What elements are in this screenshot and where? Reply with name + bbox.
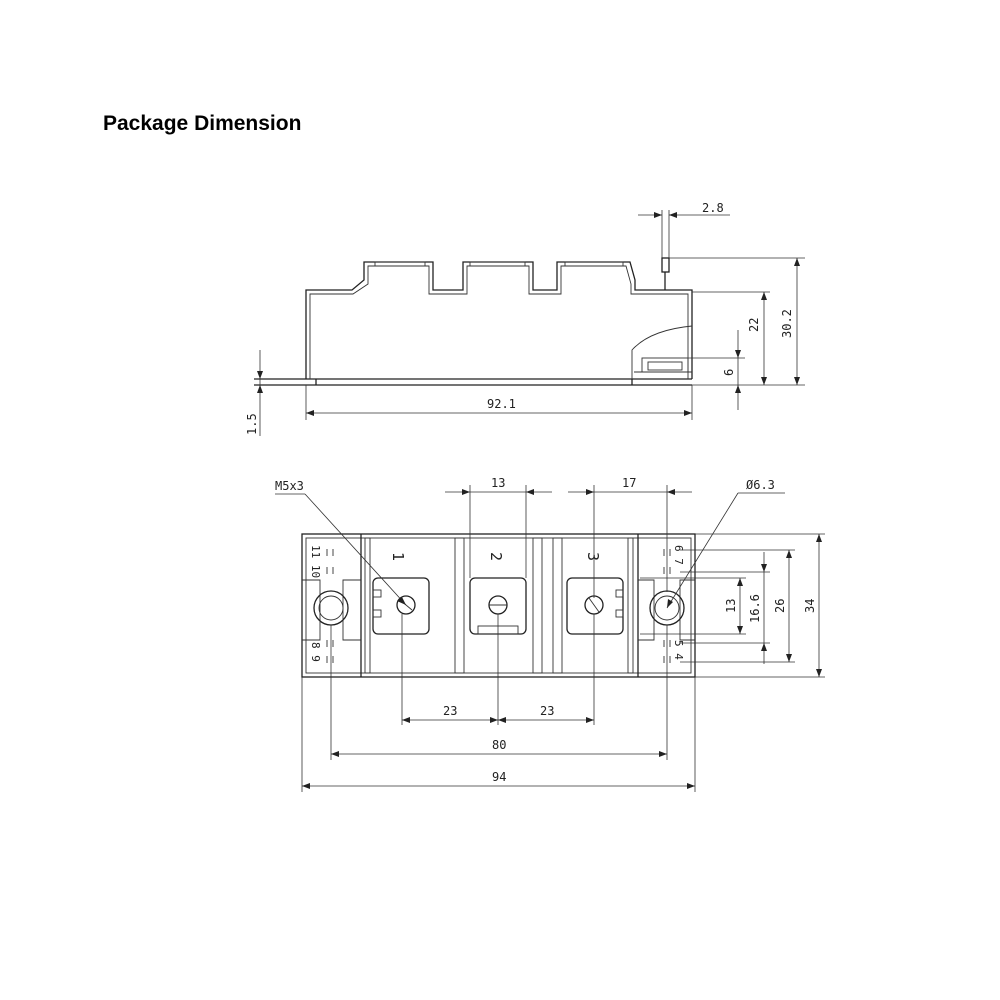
dim-13-top: 13	[491, 476, 505, 490]
dim-height-body: 22	[747, 318, 761, 332]
top-view: 1 2 3 11 10 8 9 6 7 5 4 M5x3 Ø6.3 13 17	[275, 476, 825, 792]
pins-left-top: 11 10	[309, 545, 322, 578]
screw-label: M5x3	[275, 479, 304, 493]
dim-26: 26	[773, 599, 787, 613]
terminal-3-label: 3	[584, 552, 602, 561]
dim-13-side: 13	[724, 599, 738, 613]
dim-length: 92.1	[487, 397, 516, 411]
dim-height-total: 30.2	[780, 309, 794, 338]
dim-base-thickness: 1.5	[245, 413, 259, 435]
dim-16-6: 16.6	[748, 594, 762, 623]
dim-34: 34	[803, 599, 817, 613]
dim-pitch-right: 23	[540, 704, 554, 718]
side-view: 2.8 30.2 22 6 92.1 1.5	[245, 201, 805, 436]
pins-right-bottom: 5 4	[672, 640, 685, 660]
dim-17-top: 17	[622, 476, 636, 490]
pins-right-top: 6 7	[672, 545, 685, 565]
dim-terminal-height: 6	[722, 369, 736, 376]
terminal-1-label: 1	[389, 552, 407, 561]
page-title: Package Dimension	[103, 112, 302, 135]
dim-total-length: 94	[492, 770, 506, 784]
terminal-2-label: 2	[487, 552, 505, 561]
dim-pitch-left: 23	[443, 704, 457, 718]
dim-hole-pitch: 80	[492, 738, 506, 752]
dim-lead-width: 2.8	[702, 201, 724, 215]
hole-label: Ø6.3	[746, 478, 775, 492]
pins-left-bottom: 8 9	[309, 642, 322, 662]
